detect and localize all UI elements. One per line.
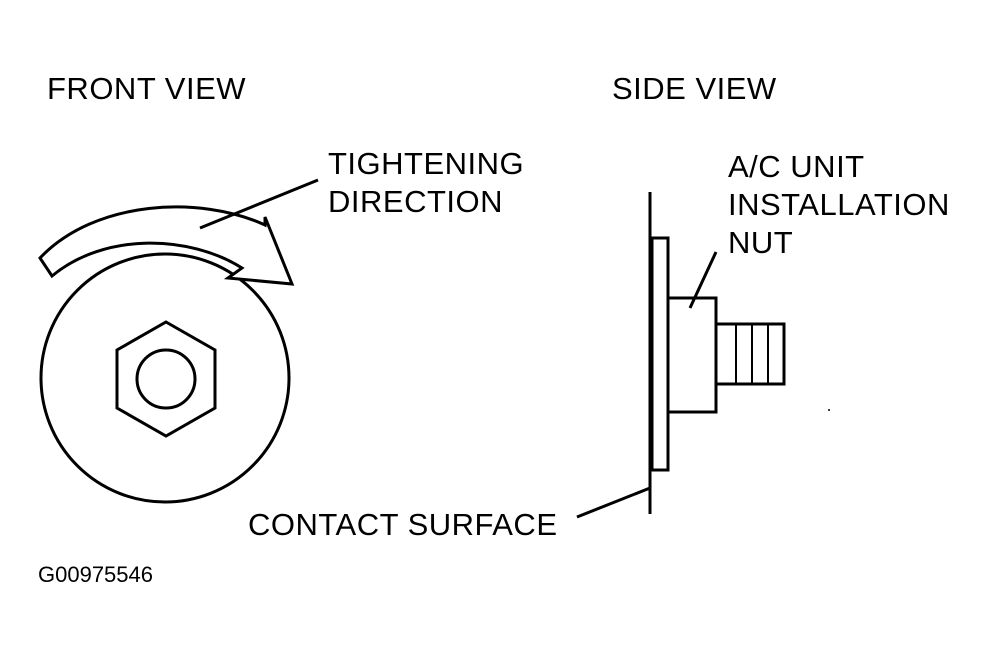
nut-flange-side <box>650 236 670 472</box>
nut-body-side <box>666 296 718 414</box>
contact-surface-leader-line <box>576 486 651 519</box>
tightening-direction-arrow <box>38 205 295 286</box>
figure-id: G00975546 <box>38 562 153 587</box>
contact-surface-label: CONTACT SURFACE <box>248 507 558 542</box>
nut-hex-front <box>115 320 217 438</box>
front-view-title: FRONT VIEW <box>47 71 247 106</box>
side-view-title: SIDE VIEW <box>612 71 777 106</box>
tightening-leader-line <box>199 178 319 230</box>
scan-dot <box>828 409 830 411</box>
nut-leader-line <box>688 251 718 309</box>
tightening-direction-label-line2: DIRECTION <box>328 184 503 219</box>
tightening-direction-label-line1: TIGHTENING <box>328 146 525 181</box>
nut-label-line1: A/C UNIT <box>728 149 865 184</box>
bolt-end-front <box>135 348 197 410</box>
nut-flange-front <box>39 252 291 504</box>
bolt-shaft-side <box>714 322 786 386</box>
nut-label-line2: INSTALLATION <box>728 187 950 222</box>
nut-label-line3: NUT <box>728 225 794 260</box>
